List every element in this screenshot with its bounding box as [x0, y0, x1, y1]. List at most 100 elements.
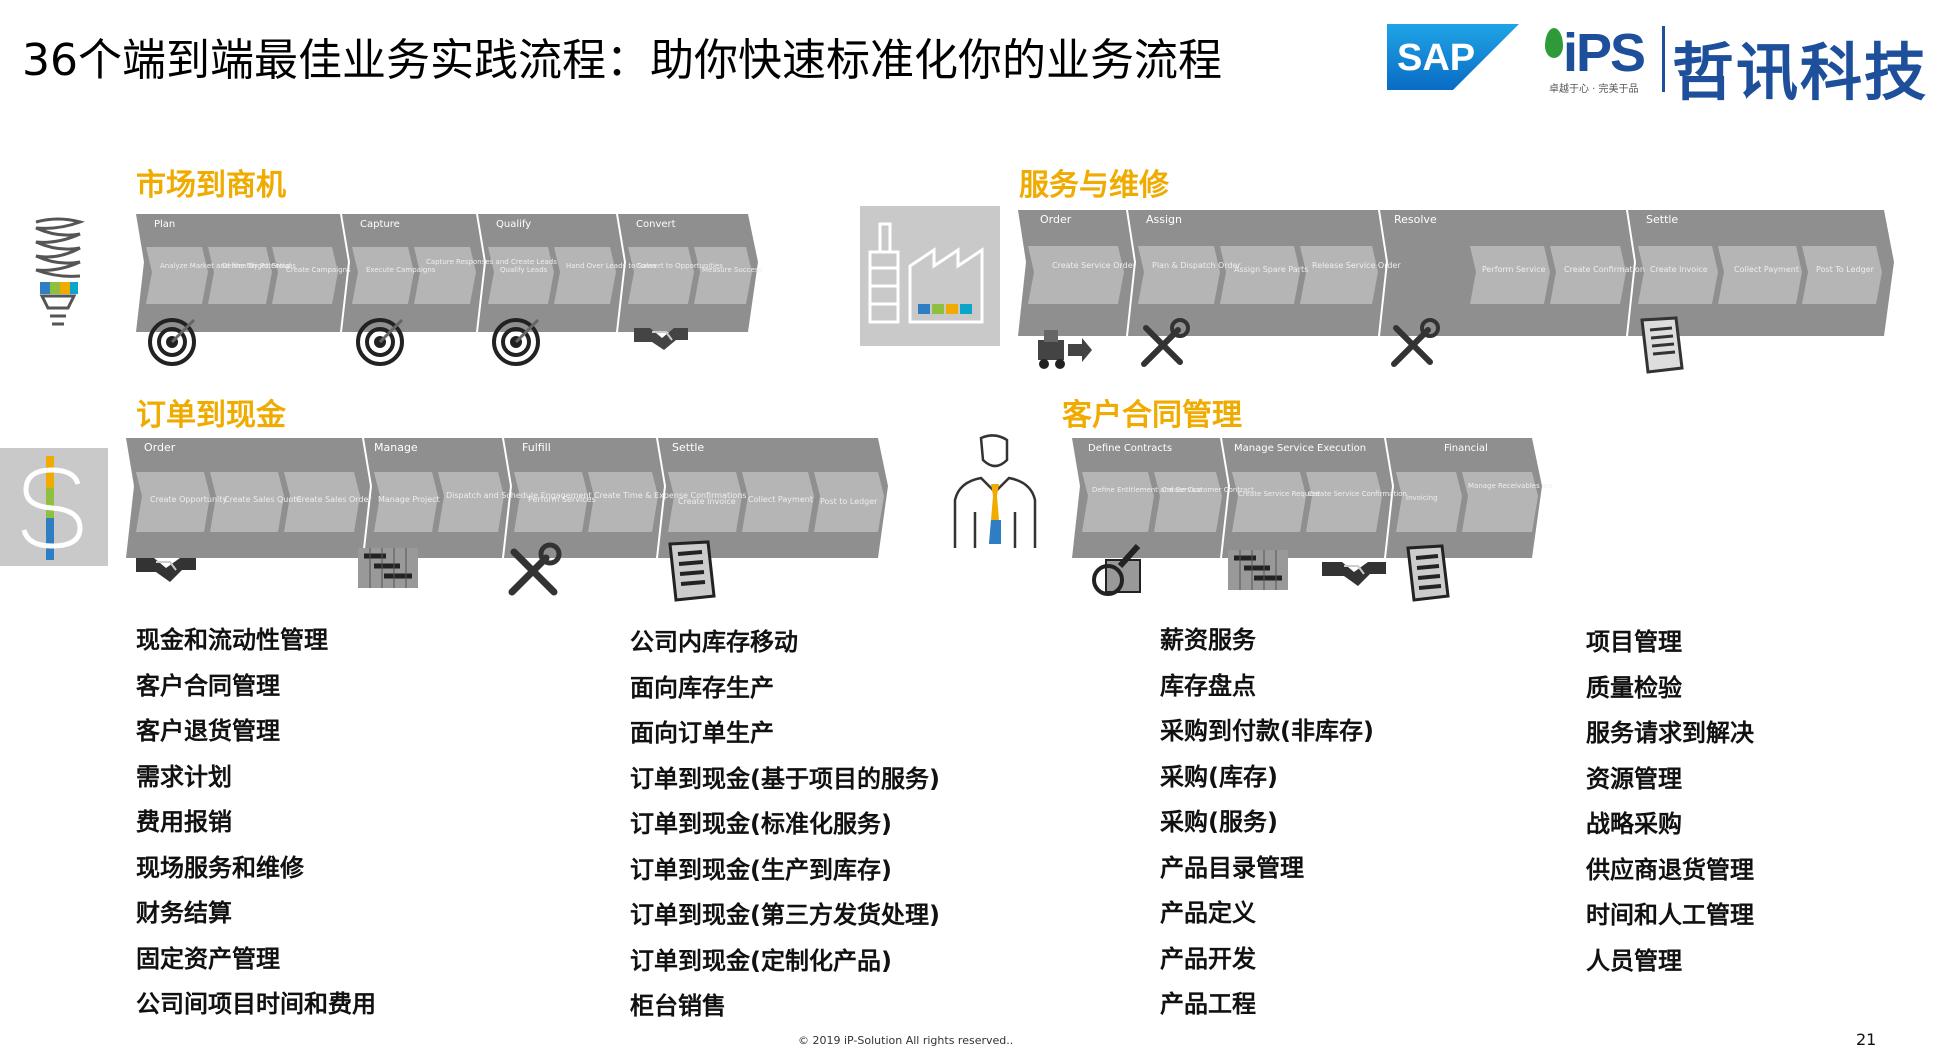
forklift-icon: [1034, 326, 1094, 374]
svg-text:Create Campaigns: Create Campaigns: [286, 266, 351, 274]
list-item: 订单到现金(第三方发货处理): [630, 901, 940, 929]
svg-text:Create Service Request: Create Service Request: [1238, 490, 1320, 498]
invoice-icon: [664, 540, 720, 606]
svg-text:Settle: Settle: [1646, 213, 1678, 226]
svg-text:Convert: Convert: [636, 219, 676, 230]
list-item: 项目管理: [1586, 628, 1682, 656]
svg-text:Create Time & Expense Confirma: Create Time & Expense Confirmations: [594, 491, 746, 500]
handshake-icon: [1320, 550, 1388, 594]
gantt-chart-icon: [1226, 546, 1290, 596]
list-item: 人员管理: [1586, 946, 1682, 975]
svg-text:Assign: Assign: [1146, 213, 1182, 226]
process-order-cash: Order Manage Fulfill Settle Create Oppor…: [126, 436, 896, 566]
invoice-icon: [1402, 544, 1452, 606]
svg-text:Manage Service Execution: Manage Service Execution: [1234, 443, 1366, 454]
list-item: 战略采购: [1586, 810, 1682, 838]
svg-text:Create Invoice: Create Invoice: [1650, 265, 1708, 274]
svg-text:Create Service Confirmation: Create Service Confirmation: [1308, 490, 1407, 498]
logo-separator: [1662, 26, 1665, 92]
svg-text:Create Invoice: Create Invoice: [678, 497, 736, 506]
target-icon: [354, 316, 406, 372]
svg-text:Measure Success: Measure Success: [702, 266, 763, 274]
list-item: 面向订单生产: [630, 719, 774, 747]
svg-text:Release Service Order: Release Service Order: [1312, 261, 1401, 270]
phase-manage-service-execution: Manage Service Execution: [1222, 438, 1392, 558]
svg-text:Plan & Dispatch Order: Plan & Dispatch Order: [1152, 261, 1241, 270]
phase-capture: Capture: [342, 214, 484, 332]
tools-icon: [1384, 316, 1442, 378]
svg-text:Analyze Market and Identify Po: Analyze Market and Identify Potential: [160, 262, 291, 270]
svg-text:Order: Order: [1040, 213, 1072, 226]
svg-text:Manage: Manage: [374, 441, 418, 454]
businessman-icon: [945, 432, 1045, 556]
svg-text:Capture: Capture: [360, 219, 400, 230]
phase-plan: Plan: [136, 214, 348, 332]
page-number: 21: [1856, 1030, 1877, 1049]
target-icon: [146, 316, 198, 372]
svg-text:Create Opportunity: Create Opportunity: [150, 495, 227, 504]
list-item: 库存盘点: [1160, 671, 1256, 700]
ips-logo: iPS 卓越于心 · 完美于品: [1545, 22, 1660, 95]
section-title-order-cash: 订单到现金: [136, 398, 286, 433]
phase-define-contracts: Define Contracts: [1072, 438, 1228, 558]
svg-text:Qualify Leads: Qualify Leads: [500, 266, 548, 274]
svg-text:SAP: SAP: [1397, 37, 1475, 79]
phase-financial: Financial: [1386, 438, 1542, 558]
handshake-icon: [632, 318, 690, 358]
phase-fulfill: Fulfill: [504, 438, 664, 558]
svg-text:Convert to Opportunities: Convert to Opportunities: [636, 262, 723, 270]
process-list-col3: 薪资服务 库存盘点 采购到付款(非库存) 采购(库存) 采购(服务) 产品目录管…: [1160, 618, 1374, 1028]
process-list-col4: 项目管理 质量检验 服务请求到解决 资源管理 战略采购 供应商退货管理 时间和人…: [1586, 620, 1754, 984]
svg-text:Resolve: Resolve: [1394, 213, 1437, 226]
svg-text:Invoicing: Invoicing: [1406, 494, 1438, 502]
svg-text:Fulfill: Fulfill: [522, 441, 551, 454]
section-title-market: 市场到商机: [136, 168, 286, 203]
svg-text:Create Confirmation: Create Confirmation: [1564, 265, 1645, 274]
list-item: 订单到现金(标准化服务): [630, 810, 892, 838]
list-item: 产品目录管理: [1160, 853, 1304, 882]
svg-text:Collect Payment: Collect Payment: [1734, 265, 1799, 274]
svg-text:Define Contracts: Define Contracts: [1088, 443, 1172, 454]
list-item: 质量检验: [1586, 673, 1682, 702]
list-item: 需求计划: [136, 762, 232, 791]
list-item: 现场服务和维修: [136, 853, 304, 882]
svg-text:Create Customer Contract: Create Customer Contract: [1162, 486, 1254, 494]
page-title: 36个端到端最佳业务实践流程：助你快速标准化你的业务流程: [22, 35, 1222, 86]
list-item: 柜台销售: [630, 992, 726, 1020]
handshake-icon: [134, 546, 198, 590]
list-item: 采购(服务): [1160, 808, 1278, 836]
svg-text:Qualify: Qualify: [496, 219, 531, 230]
process-service: Order Assign Resolve Settle Create Servi…: [1018, 208, 1898, 342]
svg-text:Manage Receivables and Payable: Manage Receivables and Payables: [1468, 482, 1552, 490]
list-item: 固定资产管理: [136, 944, 280, 973]
list-item: 订单到现金(生产到库存): [630, 855, 892, 884]
svg-text:Settle: Settle: [672, 441, 704, 454]
list-item: 时间和人工管理: [1586, 901, 1754, 929]
svg-text:Execute Campaigns: Execute Campaigns: [366, 266, 436, 274]
list-item: 服务请求到解决: [1586, 719, 1754, 747]
list-item: 订单到现金(基于项目的服务): [630, 764, 940, 793]
gantt-chart-icon: [356, 544, 420, 594]
svg-text:Dispatch and Schedule Engageme: Dispatch and Schedule Engagement: [446, 491, 592, 500]
svg-text:Order: Order: [144, 441, 176, 454]
svg-text:Create Sales Order: Create Sales Order: [296, 495, 372, 504]
dollar-sign-icon: [0, 448, 108, 570]
list-item: 客户退货管理: [136, 717, 280, 745]
process-contract: Define Contracts Manage Service Executio…: [1072, 436, 1552, 566]
phase-resolve: Resolve: [1380, 210, 1634, 336]
phase-convert: Convert: [618, 214, 758, 332]
phase-settle: Settle: [1628, 210, 1894, 336]
process-list-col1: 现金和流动性管理 客户合同管理 客户退货管理 需求计划 费用报销 现场服务和维修…: [136, 618, 376, 1028]
phase-order: Order: [126, 438, 370, 558]
list-item: 订单到现金(定制化产品): [630, 946, 892, 975]
svg-text:Manage Project: Manage Project: [378, 495, 440, 504]
phase-manage: Manage: [364, 438, 510, 558]
svg-text:Plan: Plan: [154, 219, 175, 230]
svg-text:Financial: Financial: [1444, 443, 1488, 454]
svg-text:Create Service Order: Create Service Order: [1052, 261, 1137, 270]
list-item: 公司间项目时间和费用: [136, 990, 376, 1018]
wrench-icon: [504, 540, 564, 604]
copyright-text: © 2019 iP-Solution All rights reserved..: [798, 1034, 1014, 1047]
process-list-col2: 公司内库存移动 面向库存生产 面向订单生产 订单到现金(基于项目的服务) 订单到…: [630, 620, 940, 1030]
list-item: 客户合同管理: [136, 671, 280, 700]
